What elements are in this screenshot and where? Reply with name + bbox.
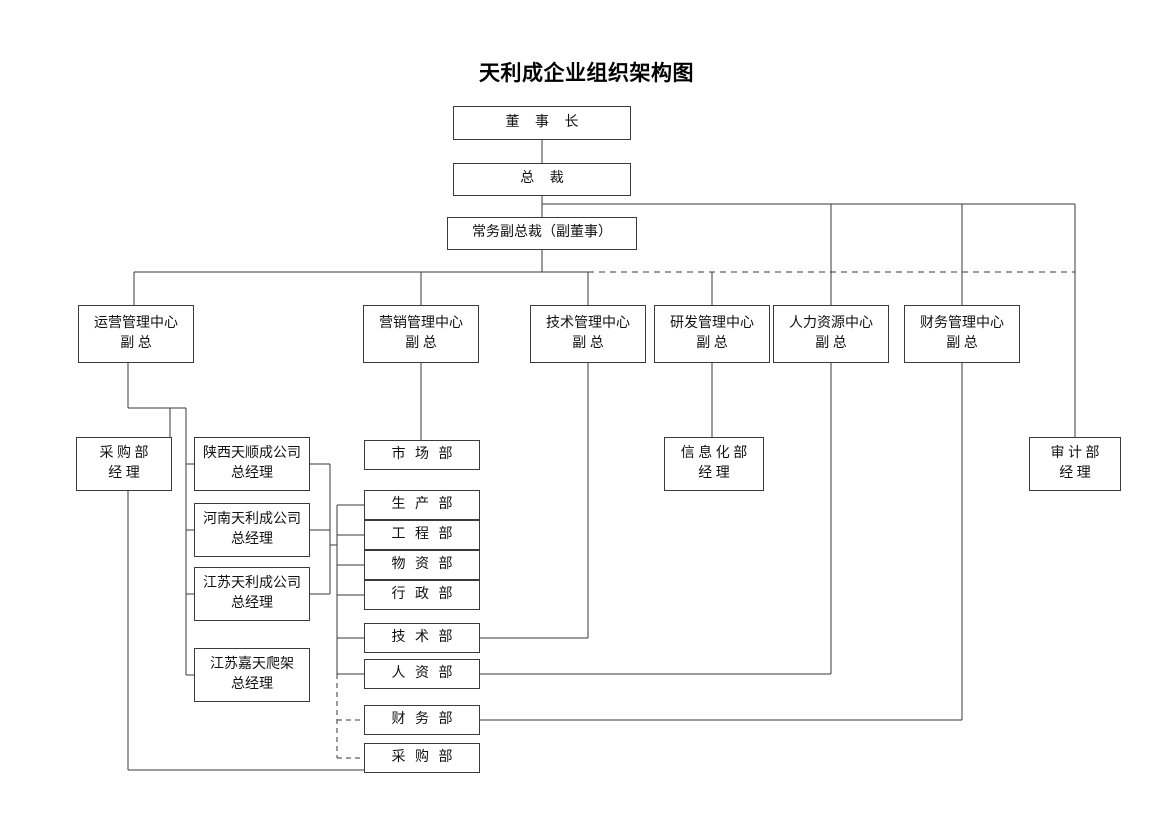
node-operations-center-line1: 运营管理中心 xyxy=(94,315,178,331)
node-market-department[interactable]: 市 场 部 xyxy=(364,440,480,470)
node-jiangsu-jiatian-scaffold-company[interactable]: 江苏嘉天爬架 总经理 xyxy=(194,648,310,702)
node-production-department[interactable]: 生 产 部 xyxy=(364,490,480,520)
node-executive-vice-president[interactable]: 常务副总裁（副董事） xyxy=(447,217,637,250)
node-marketing-center[interactable]: 营销管理中心 副 总 xyxy=(363,305,479,363)
node-engineering-department[interactable]: 工 程 部 xyxy=(364,520,480,550)
node-jiangsu-jiatian-scaffold-company-line2: 总经理 xyxy=(231,677,273,692)
node-finance-department-line1: 财 务 部 xyxy=(391,711,456,727)
node-it-department-manager-line1: 信 息 化 部 xyxy=(680,445,748,461)
node-henan-tianlicheng-company-line1: 河南天利成公司 xyxy=(203,511,301,527)
node-operations-center[interactable]: 运营管理中心 副 总 xyxy=(78,305,194,363)
node-technology-department[interactable]: 技 术 部 xyxy=(364,623,480,653)
node-finance-center-line2: 副 总 xyxy=(946,336,978,351)
node-it-department-manager-line2: 经 理 xyxy=(698,466,730,481)
node-president[interactable]: 总 裁 xyxy=(453,163,631,196)
node-administration-department[interactable]: 行 政 部 xyxy=(364,580,480,610)
node-operations-center-line2: 副 总 xyxy=(120,336,152,351)
node-henan-tianlicheng-company[interactable]: 河南天利成公司 总经理 xyxy=(194,503,310,557)
node-rd-center[interactable]: 研发管理中心 副 总 xyxy=(654,305,770,363)
node-jiangsu-tianlicheng-company[interactable]: 江苏天利成公司 总经理 xyxy=(194,567,310,621)
node-rd-center-line1: 研发管理中心 xyxy=(670,315,754,331)
node-materials-department-line1: 物 资 部 xyxy=(391,556,456,572)
node-purchasing-department[interactable]: 采 购 部 xyxy=(364,743,480,773)
node-finance-department[interactable]: 财 务 部 xyxy=(364,705,480,735)
node-hr-center-line1: 人力资源中心 xyxy=(789,315,873,331)
node-purchasing-manager-line1: 采 购 部 xyxy=(99,445,149,461)
node-administration-department-line1: 行 政 部 xyxy=(391,586,456,602)
node-jiangsu-jiatian-scaffold-company-line1: 江苏嘉天爬架 xyxy=(210,656,294,672)
node-jiangsu-tianlicheng-company-line1: 江苏天利成公司 xyxy=(203,575,301,591)
node-purchasing-manager[interactable]: 采 购 部 经 理 xyxy=(76,437,172,491)
node-it-department-manager[interactable]: 信 息 化 部 经 理 xyxy=(664,437,764,491)
node-rd-center-line2: 副 总 xyxy=(696,336,728,351)
node-hr-center-line2: 副 总 xyxy=(815,336,847,351)
node-purchasing-manager-line2: 经 理 xyxy=(108,466,140,481)
page-title: 天利成企业组织架构图 xyxy=(479,62,694,85)
node-hr-department[interactable]: 人 资 部 xyxy=(364,659,480,689)
node-market-department-line1: 市 场 部 xyxy=(391,446,456,462)
node-marketing-center-line1: 营销管理中心 xyxy=(379,315,463,331)
node-audit-department-manager-line2: 经 理 xyxy=(1059,466,1091,481)
node-technology-department-line1: 技 术 部 xyxy=(391,629,456,645)
node-executive-vice-president-line1: 常务副总裁（副董事） xyxy=(472,225,612,241)
node-president-line1: 总 裁 xyxy=(520,171,570,187)
node-shaanxi-tianshuncheng-company[interactable]: 陕西天顺成公司 总经理 xyxy=(194,437,310,491)
node-production-department-line1: 生 产 部 xyxy=(391,496,456,512)
node-chairman[interactable]: 董 事 长 xyxy=(453,106,631,140)
node-shaanxi-tianshuncheng-company-line2: 总经理 xyxy=(231,466,273,481)
node-audit-department-manager-line1: 审 计 部 xyxy=(1050,445,1100,461)
node-hr-center[interactable]: 人力资源中心 副 总 xyxy=(773,305,889,363)
node-marketing-center-line2: 副 总 xyxy=(405,336,437,351)
node-henan-tianlicheng-company-line2: 总经理 xyxy=(231,532,273,547)
node-shaanxi-tianshuncheng-company-line1: 陕西天顺成公司 xyxy=(203,445,301,461)
node-audit-department-manager[interactable]: 审 计 部 经 理 xyxy=(1029,437,1121,491)
node-chairman-line1: 董 事 长 xyxy=(505,114,585,130)
node-technology-center-line2: 副 总 xyxy=(572,336,604,351)
node-hr-department-line1: 人 资 部 xyxy=(391,665,456,681)
node-materials-department[interactable]: 物 资 部 xyxy=(364,550,480,580)
node-finance-center-line1: 财务管理中心 xyxy=(920,315,1004,331)
node-purchasing-department-line1: 采 购 部 xyxy=(391,749,456,765)
node-technology-center[interactable]: 技术管理中心 副 总 xyxy=(530,305,646,363)
node-jiangsu-tianlicheng-company-line2: 总经理 xyxy=(231,596,273,611)
node-engineering-department-line1: 工 程 部 xyxy=(391,526,456,542)
node-finance-center[interactable]: 财务管理中心 副 总 xyxy=(904,305,1020,363)
node-technology-center-line1: 技术管理中心 xyxy=(546,315,630,331)
